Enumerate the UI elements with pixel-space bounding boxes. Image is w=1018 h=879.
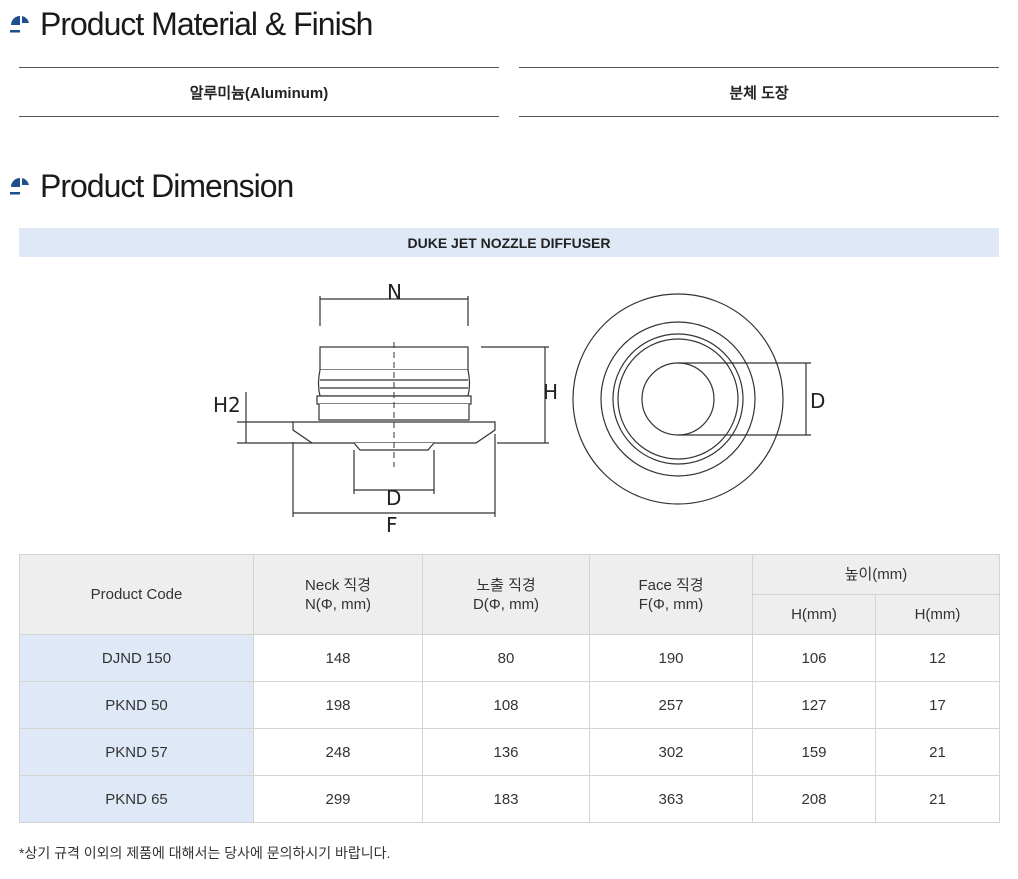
cell-h2: 17 [875, 681, 1000, 729]
header-face-diameter: Face 직경 F(Φ, mm) [589, 554, 753, 635]
cell-product-code: PKND 65 [19, 775, 254, 823]
header-exposed-diameter: 노출 직경 D(Φ, mm) [422, 554, 590, 635]
cell-exposed: 136 [422, 728, 590, 776]
header-exposed-line1: 노출 직경 [476, 576, 536, 594]
cell-neck: 148 [253, 634, 423, 682]
cell-face: 302 [589, 728, 753, 776]
header-neck-line2: N(Φ, mm) [304, 595, 372, 613]
dimension-drawing: N H H2 D F D [213, 280, 825, 537]
header-face-line1: Face 직경 [638, 576, 704, 594]
material-section-title: Product Material & Finish [40, 5, 373, 42]
quarter-circle-icon [10, 178, 29, 195]
material-value: 알루미늄(Aluminum) [19, 67, 499, 117]
dim-label-d-front: D [810, 389, 825, 413]
cell-h2: 12 [875, 634, 1000, 682]
cell-product-code: PKND 50 [19, 681, 254, 729]
header-product-code: Product Code [19, 554, 254, 635]
dim-label-h2: H2 [213, 393, 241, 417]
cell-h: 106 [752, 634, 876, 682]
cell-exposed: 80 [422, 634, 590, 682]
cell-face: 363 [589, 775, 753, 823]
table-row: PKND 57 248 136 302 159 21 [19, 728, 1000, 776]
header-height-group: 높이(mm) [752, 554, 1000, 595]
cell-h: 127 [752, 681, 876, 729]
header-height-h: H(mm) [752, 594, 876, 635]
dimension-section-heading: Product Dimension [8, 166, 294, 206]
dimension-table: Product Code Neck 직경 N(Φ, mm) 노출 직경 D(Φ,… [19, 554, 1000, 823]
dim-label-d: D [386, 486, 401, 510]
front-view [572, 293, 811, 505]
side-view [237, 296, 549, 517]
cell-exposed: 108 [422, 681, 590, 729]
table-row: PKND 65 299 183 363 208 21 [19, 775, 1000, 823]
dim-label-n: N [387, 280, 402, 304]
cell-neck: 248 [253, 728, 423, 776]
cell-face: 257 [589, 681, 753, 729]
header-face-line2: F(Φ, mm) [638, 595, 704, 613]
header-neck-line1: Neck 직경 [305, 576, 371, 594]
cell-product-code: PKND 57 [19, 728, 254, 776]
header-height-h2: H(mm) [875, 594, 1000, 635]
dim-label-h: H [543, 380, 558, 404]
footnote: *상기 규격 이외의 제품에 대해서는 당사에 문의하시기 바랍니다. [19, 845, 391, 861]
material-section-heading: Product Material & Finish [8, 4, 373, 44]
cell-h2: 21 [875, 728, 1000, 776]
product-name-banner: DUKE JET NOZZLE DIFFUSER [19, 228, 999, 257]
cell-face: 190 [589, 634, 753, 682]
quarter-circle-icon [10, 16, 29, 33]
cell-neck: 299 [253, 775, 423, 823]
cell-neck: 198 [253, 681, 423, 729]
header-exposed-line2: D(Φ, mm) [472, 595, 540, 613]
dim-label-f: F [386, 513, 398, 537]
header-neck-diameter: Neck 직경 N(Φ, mm) [253, 554, 423, 635]
dimension-section-title: Product Dimension [40, 167, 294, 204]
finish-value: 분체 도장 [519, 67, 999, 117]
table-row: DJND 150 148 80 190 106 12 [19, 634, 1000, 682]
cell-product-code: DJND 150 [19, 634, 254, 682]
cell-h: 208 [752, 775, 876, 823]
cell-exposed: 183 [422, 775, 590, 823]
cell-h2: 21 [875, 775, 1000, 823]
table-row: PKND 50 198 108 257 127 17 [19, 681, 1000, 729]
cell-h: 159 [752, 728, 876, 776]
